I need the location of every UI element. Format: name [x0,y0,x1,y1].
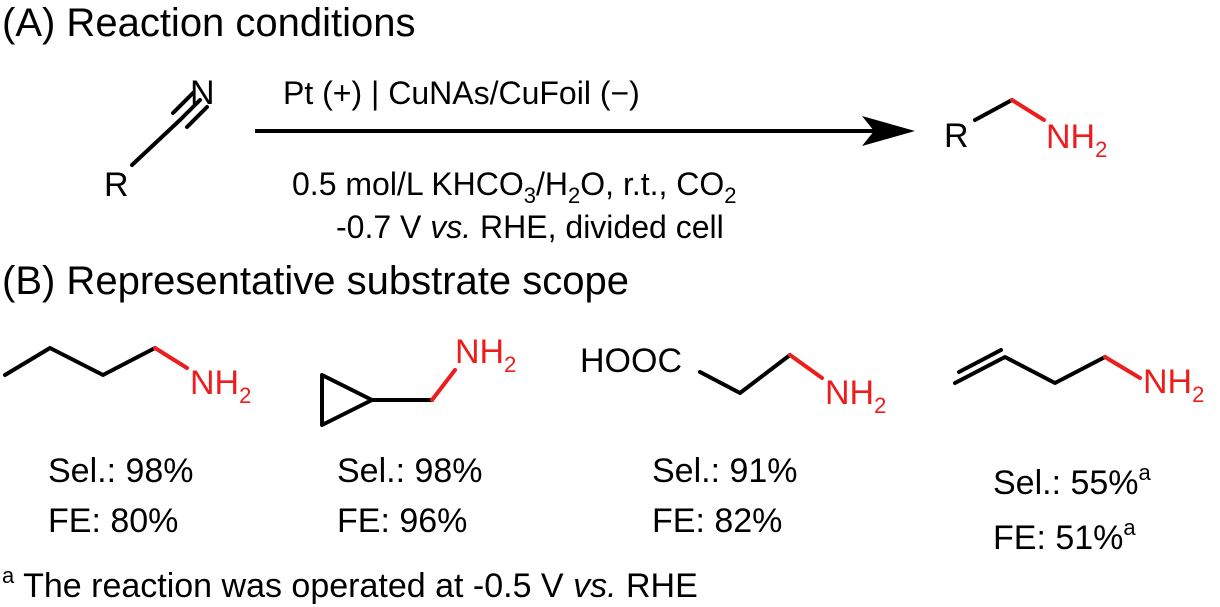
nitrile-reactant: R N [104,74,215,204]
reactant-n-label: N [190,74,215,112]
c-n-bond [1103,355,1142,380]
selectivity-value: Sel.: 98% [337,452,483,490]
product-r-label: R [944,117,969,155]
alkyl-chain [698,353,792,395]
section-a-title: (A) Reaction conditions [2,1,416,45]
arrow-head [862,116,915,146]
carboxyl-label: HOOC [580,342,682,380]
c-c-bond [130,118,182,167]
substrate-butylamine: NH2 Sel.: 98% FE: 80% [3,346,251,540]
reaction-arrow [255,116,915,146]
substrate-aminobutanoic-acid: HOOC NH2 Sel.: 91% FE: 82% [580,342,886,540]
potential-condition: -0.7 V vs. RHE, divided cell [336,209,724,245]
substrate-cyclopropylmethylamine: NH2 Sel.: 98% FE: 96% [320,333,516,540]
faradaic-efficiency-value: FE: 96% [337,502,467,540]
section-b-title: (B) Representative substrate scope [2,259,629,303]
selectivity-value: Sel.: 98% [48,452,194,490]
c-n-bond [153,346,189,370]
amine-label: NH2 [455,333,516,377]
c-n-bond [430,368,457,402]
double-bond-line [957,348,1003,374]
footnote: a The reaction was operated at -0.5 V vs… [2,563,698,605]
cyclopropane-ring [320,373,374,427]
amine-product: R NH2 [944,98,1107,162]
alkyl-chain [3,346,157,377]
electrolyte-condition: 0.5 mol/L KHCO3/H2O, r.t., CO2 [292,166,737,208]
c-n-bond [788,353,824,380]
faradaic-efficiency-value: FE: 51%a [993,515,1136,557]
reactant-r-label: R [104,166,129,204]
substrate-butenylamine: NH2 Sel.: 55%a FE: 51%a [953,348,1204,557]
triple-bond-line [171,91,195,115]
r-ch2-bond [973,98,1014,122]
alkenyl-chain [953,355,1107,385]
faradaic-efficiency-value: FE: 82% [652,502,782,540]
product-nh2-label: NH2 [1046,118,1107,162]
electrode-condition: Pt (+) | CuNAs/CuFoil (−) [283,75,640,111]
selectivity-value: Sel.: 55%a [993,460,1152,502]
ch2-n-bond [1010,98,1046,122]
triple-bond-line [185,105,209,129]
triple-bond-center [178,98,202,122]
amine-label: NH2 [190,364,251,408]
amine-label: NH2 [825,374,886,418]
faradaic-efficiency-value: FE: 80% [48,502,178,540]
selectivity-value: Sel.: 91% [652,452,798,490]
amine-label: NH2 [1143,363,1204,407]
